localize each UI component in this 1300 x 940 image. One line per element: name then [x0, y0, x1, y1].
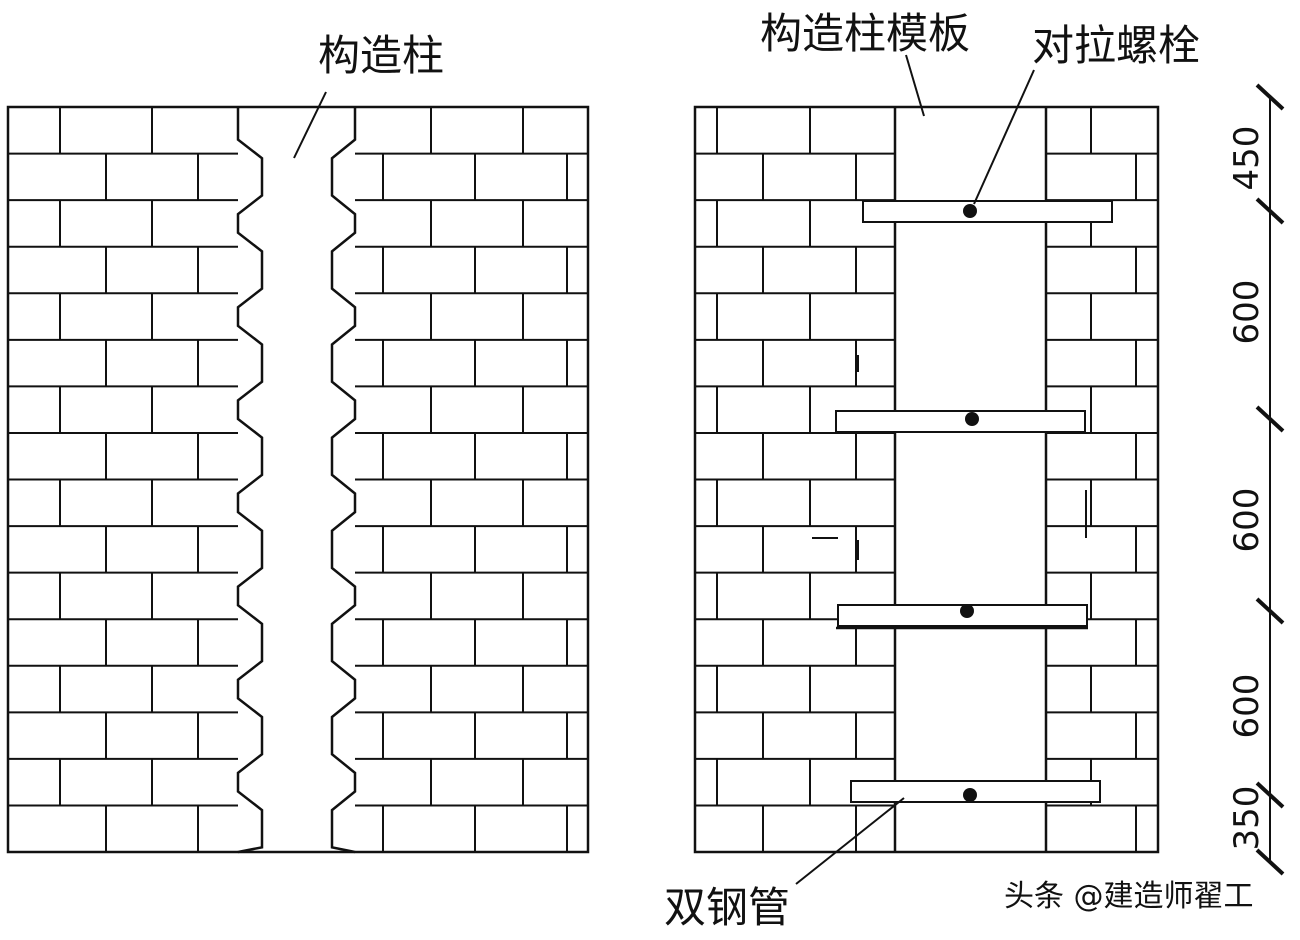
- tie-bolt-1: [963, 204, 977, 218]
- dimension-tick: [1255, 781, 1285, 809]
- steel-pipe-2: [835, 410, 1086, 433]
- column-serrated-edge-right: [330, 107, 357, 854]
- steel-pipe-1: [862, 200, 1113, 223]
- right-brick-wall: [693, 105, 1160, 854]
- dimension-350: 350: [1227, 786, 1267, 851]
- tie-bolt-4: [963, 788, 977, 802]
- dimension-tick: [1255, 597, 1285, 625]
- right-wall-outline: [693, 105, 1160, 854]
- right-wall-bricks-left: [695, 107, 895, 852]
- formwork-leader-line: [905, 54, 925, 117]
- left-wall-bricks-right: [355, 107, 588, 852]
- toothing-marks: [812, 355, 1087, 560]
- dimension-tick: [1255, 405, 1285, 433]
- column-serrated-edge-left: [236, 107, 264, 854]
- left-brick-wall: [6, 105, 590, 854]
- right-wall-bricks-right: [1046, 107, 1158, 852]
- dimension-450: 450: [1227, 126, 1267, 191]
- tie-bolt-2: [965, 412, 979, 426]
- column-leader-line: [293, 91, 327, 159]
- dimension-tick: [1255, 197, 1285, 225]
- dimension-ticks: [1255, 83, 1285, 876]
- dimension-tick: [1255, 848, 1285, 876]
- bolt-leader-line: [973, 69, 1035, 205]
- dimension-600-b: 600: [1227, 488, 1267, 553]
- dimension-tick: [1255, 83, 1285, 111]
- dimension-600-a: 600: [1227, 280, 1267, 345]
- bolt-label: 对拉螺栓: [1032, 21, 1200, 70]
- watermark: 头条 @建造师翟工: [1004, 879, 1254, 914]
- dimension-chain: 450 600 600 600 350: [1227, 83, 1285, 876]
- pipe-leader-line: [795, 797, 905, 885]
- left-wall-bricks-left: [8, 107, 238, 852]
- pipe-label: 双钢管: [664, 883, 790, 932]
- column-label: 构造柱: [318, 31, 444, 80]
- dimension-600-c: 600: [1227, 674, 1267, 739]
- tie-bolt-3: [960, 604, 974, 618]
- formwork-label: 构造柱模板: [760, 9, 970, 58]
- left-wall-outline: [6, 105, 590, 854]
